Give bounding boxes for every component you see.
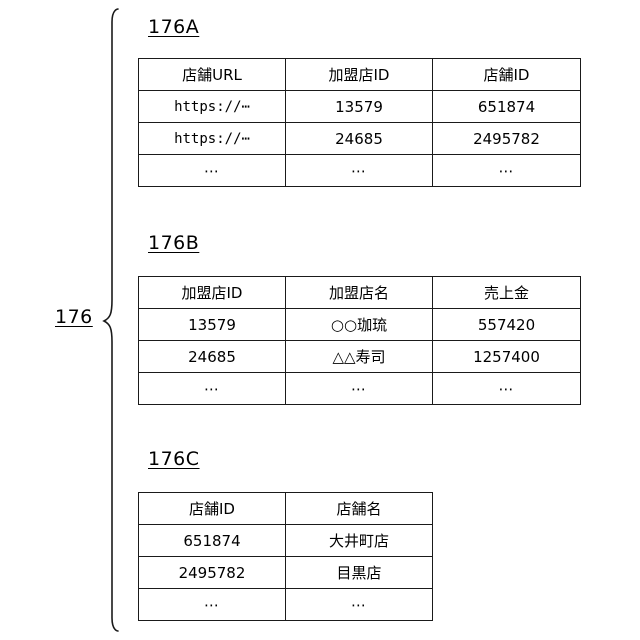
- column-header: 加盟店ID: [138, 276, 286, 309]
- table-cell: 2495782: [432, 122, 581, 155]
- column-header: 店舗URL: [138, 58, 286, 91]
- column-header: 加盟店ID: [285, 58, 433, 91]
- table-cell: 1257400: [432, 340, 581, 373]
- column-header: 加盟店名: [285, 276, 433, 309]
- block-label-176b: 176B: [148, 232, 200, 254]
- table-cell: 651874: [432, 90, 581, 123]
- table-cell: ○○珈琉: [285, 308, 433, 341]
- block-label-176a: 176A: [148, 16, 200, 38]
- table-cell: 2495782: [138, 556, 286, 589]
- table-cell: ⋯: [285, 154, 433, 187]
- table-header-row: 店舗ID 店舗名: [138, 492, 433, 525]
- table-cell: 24685: [138, 340, 286, 373]
- block-label-176c: 176C: [148, 448, 200, 470]
- table-cell: 大井町店: [285, 524, 433, 557]
- table-row: ⋯ ⋯ ⋯: [138, 154, 581, 187]
- table-header-row: 加盟店ID 加盟店名 売上金: [138, 276, 581, 309]
- table-row: 2495782 目黒店: [138, 556, 433, 589]
- table-cell: ⋯: [138, 372, 286, 405]
- table-row: https://⋯ 24685 2495782: [138, 122, 581, 155]
- table-cell: https://⋯: [138, 90, 286, 123]
- table-cell: 13579: [285, 90, 433, 123]
- table-cell: https://⋯: [138, 122, 286, 155]
- column-header: 店舗名: [285, 492, 433, 525]
- group-label-176: 176: [55, 306, 93, 328]
- table-176a: 店舗URL 加盟店ID 店舗ID https://⋯ 13579 651874 …: [138, 58, 581, 187]
- table-cell: △△寿司: [285, 340, 433, 373]
- table-cell: ⋯: [138, 588, 286, 621]
- table-cell: 13579: [138, 308, 286, 341]
- column-header: 店舗ID: [432, 58, 581, 91]
- table-row: https://⋯ 13579 651874: [138, 90, 581, 123]
- table-cell: 24685: [285, 122, 433, 155]
- table-row: 651874 大井町店: [138, 524, 433, 557]
- table-row: 24685 △△寿司 1257400: [138, 340, 581, 373]
- table-cell: ⋯: [432, 372, 581, 405]
- table-cell: ⋯: [285, 588, 433, 621]
- table-row: ⋯ ⋯ ⋯: [138, 372, 581, 405]
- table-cell: 557420: [432, 308, 581, 341]
- table-cell: 目黒店: [285, 556, 433, 589]
- column-header: 売上金: [432, 276, 581, 309]
- table-176b: 加盟店ID 加盟店名 売上金 13579 ○○珈琉 557420 24685 △…: [138, 276, 581, 405]
- table-cell: ⋯: [432, 154, 581, 187]
- table-cell: ⋯: [285, 372, 433, 405]
- curly-brace-left: [102, 8, 119, 632]
- table-cell: ⋯: [138, 154, 286, 187]
- table-176c: 店舗ID 店舗名 651874 大井町店 2495782 目黒店 ⋯ ⋯: [138, 492, 433, 621]
- column-header: 店舗ID: [138, 492, 286, 525]
- table-row: ⋯ ⋯: [138, 588, 433, 621]
- table-header-row: 店舗URL 加盟店ID 店舗ID: [138, 58, 581, 91]
- table-row: 13579 ○○珈琉 557420: [138, 308, 581, 341]
- table-cell: 651874: [138, 524, 286, 557]
